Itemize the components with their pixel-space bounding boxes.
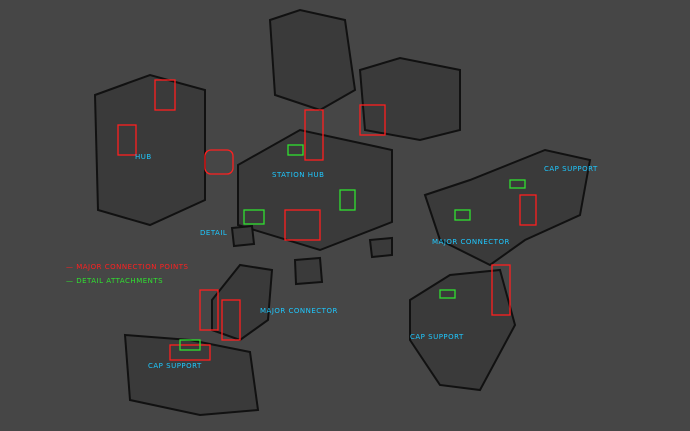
label-station-hub: STATION HUB [272,171,325,179]
detail-module [230,224,256,248]
label-hub: HUB [135,153,152,161]
label-cap-support-bottom-left: CAP SUPPORT [148,362,202,370]
tower-module [268,8,357,112]
hub-module [93,73,206,227]
small-module [358,56,461,142]
label-major-connector-center: MAJOR CONNECTOR [260,307,338,315]
station-hub-module [237,128,393,252]
major-connector-right-module [423,148,592,267]
label-cap-support-bottom-right: CAP SUPPORT [410,333,464,341]
small-part [293,256,324,286]
major-connector-center-module [211,263,274,342]
legend-detail-attachments: — DETAIL ATTACHMENTS [66,277,164,285]
cap-support-bottom-right-module [409,268,517,392]
label-detail: DETAIL [200,229,228,237]
small-part [368,236,393,259]
legend-major-connection: — MAJOR CONNECTION POINTS [66,263,189,271]
label-major-connector-right: MAJOR CONNECTOR [432,238,510,246]
label-cap-support-right: CAP SUPPORT [544,165,598,173]
cap-support-bottom-left-module [123,333,260,417]
